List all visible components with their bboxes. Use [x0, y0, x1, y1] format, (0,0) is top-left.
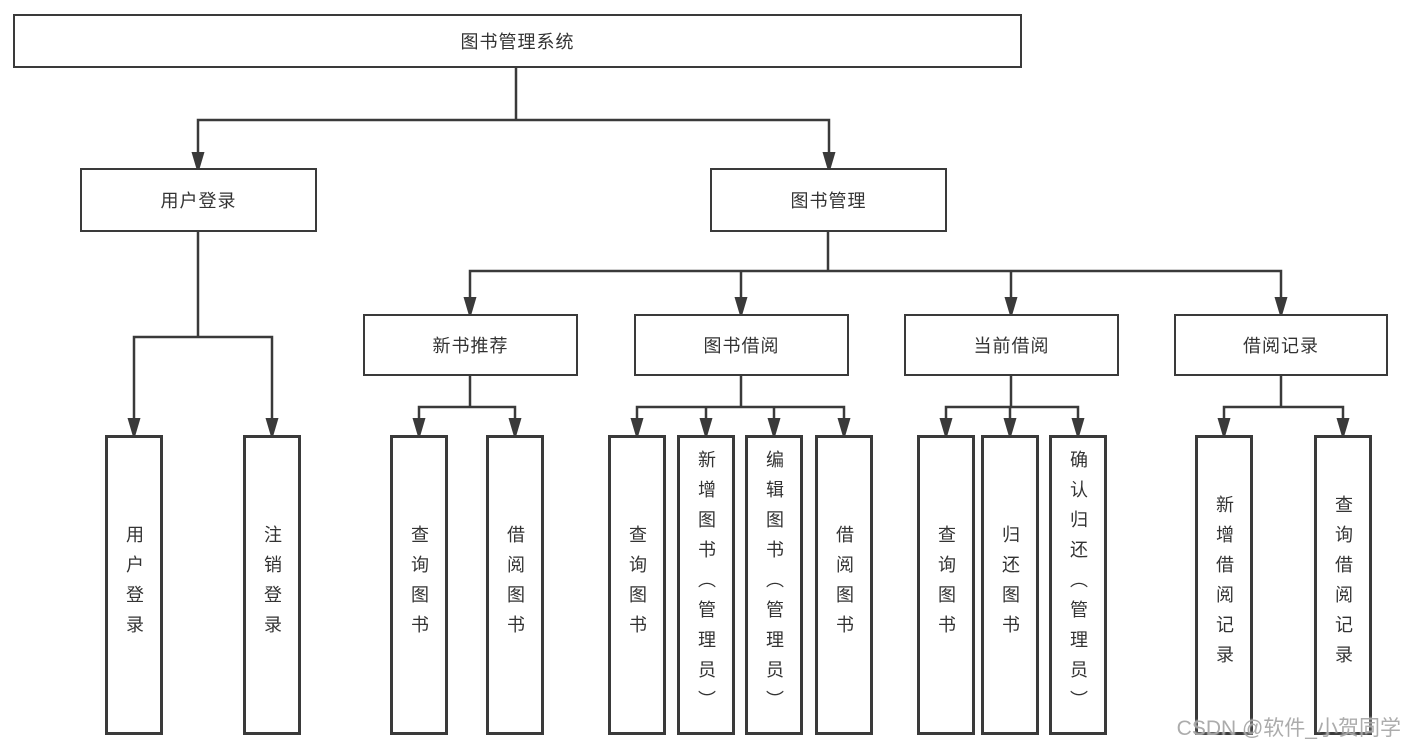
node-query-books-current-label: 查询图书 [936, 525, 956, 645]
node-new-book-recommend: 新书推荐 [363, 314, 578, 376]
node-add-borrow-record-label: 新增借阅记录 [1214, 495, 1234, 675]
arrowheads [127, 152, 1350, 440]
connector-root [196, 66, 831, 159]
csdn-watermark: CSDN @软件_小贺同学 [1176, 717, 1401, 740]
node-edit-books-admin: 编辑图书（管理员） [745, 435, 803, 735]
connector-book-management [468, 230, 1283, 302]
node-query-books-borrow: 查询图书 [608, 435, 666, 735]
node-user-login-label: 用户登录 [160, 191, 237, 211]
node-borrow-books-recommend-label: 借阅图书 [505, 525, 525, 645]
node-confirm-return-admin: 确认归还（管理员） [1049, 435, 1107, 735]
node-borrow-books: 借阅图书 [815, 435, 873, 735]
node-confirm-return-admin-label: 确认归还（管理员） [1068, 450, 1088, 720]
node-book-management-label: 图书管理 [790, 191, 867, 211]
connector-current-borrow [944, 374, 1080, 423]
node-login: 用户登录 [105, 435, 163, 735]
node-library-system: 图书管理系统 [13, 14, 1022, 68]
node-book-management: 图书管理 [710, 168, 947, 232]
connector-book-borrow [635, 374, 846, 423]
node-new-book-recommend-label: 新书推荐 [432, 336, 509, 356]
node-current-borrow-label: 当前借阅 [973, 336, 1050, 356]
node-borrow-books-label: 借阅图书 [834, 525, 854, 645]
connector-borrow-records [1222, 374, 1345, 423]
node-return-books-label: 归还图书 [1000, 525, 1020, 645]
node-query-borrow-record-label: 查询借阅记录 [1333, 495, 1353, 675]
node-return-books: 归还图书 [981, 435, 1039, 735]
node-edit-books-admin-label: 编辑图书（管理员） [764, 450, 784, 720]
node-library-system-label: 图书管理系统 [460, 32, 575, 52]
node-query-books-borrow-label: 查询图书 [627, 525, 647, 645]
node-borrow-books-recommend: 借阅图书 [486, 435, 544, 735]
node-logout-label: 注销登录 [262, 525, 282, 645]
node-add-borrow-record: 新增借阅记录 [1195, 435, 1253, 735]
node-login-label: 用户登录 [124, 525, 144, 645]
node-query-books-recommend: 查询图书 [390, 435, 448, 735]
node-add-books-admin: 新增图书（管理员） [677, 435, 735, 735]
node-borrow-records-label: 借阅记录 [1243, 336, 1319, 356]
node-add-books-admin-label: 新增图书（管理员） [696, 450, 716, 720]
node-logout: 注销登录 [243, 435, 301, 735]
node-book-borrow: 图书借阅 [634, 314, 849, 376]
connector-new-book-recommend [417, 374, 517, 423]
node-borrow-records: 借阅记录 [1174, 314, 1388, 376]
node-query-borrow-record: 查询借阅记录 [1314, 435, 1372, 735]
node-book-borrow-label: 图书借阅 [703, 336, 780, 356]
node-user-login: 用户登录 [80, 168, 317, 232]
node-query-books-recommend-label: 查询图书 [409, 525, 429, 645]
node-current-borrow: 当前借阅 [904, 314, 1119, 376]
connector-user-login [132, 230, 274, 423]
node-query-books-current: 查询图书 [917, 435, 975, 735]
